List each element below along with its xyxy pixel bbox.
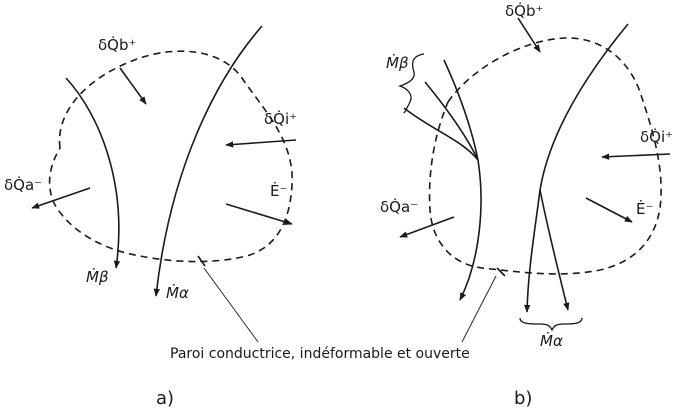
panel-b-q-boundary-arrow bbox=[517, 17, 541, 53]
panel-b-energy-arrow bbox=[585, 197, 633, 223]
panel-a-q-internal-arrow bbox=[225, 139, 297, 148]
panel-b-q-external-arrow bbox=[399, 216, 455, 238]
panel-b-mass-beta-brace bbox=[397, 53, 425, 114]
panel-b-q-internal-label: δQ̇i⁺ bbox=[640, 127, 673, 146]
panel-a-caption: a) bbox=[156, 388, 174, 409]
panel-b-caption: b) bbox=[514, 388, 532, 409]
wall-note-text: Paroi conductrice, indéformable et ouver… bbox=[170, 346, 470, 362]
wall-leader-a bbox=[203, 267, 259, 343]
panel-b-mass-beta-outflow bbox=[459, 159, 482, 301]
panel-b-energy-label: Ė⁻ bbox=[636, 199, 653, 218]
panel-b-q-external-label: δQ̇a⁻ bbox=[380, 197, 418, 216]
panel-a-q-boundary-label: δQ̇b⁺ bbox=[98, 35, 136, 54]
panel-b-mass-beta-flow-1 bbox=[403, 107, 479, 161]
panel-b-mass-beta-label: Ṁβ bbox=[386, 53, 409, 72]
panel-a-q-external-arrow bbox=[31, 187, 91, 209]
panel-a-mass-alpha-flow bbox=[153, 25, 263, 297]
panel-b-q-internal-arrow bbox=[601, 153, 671, 160]
wall-leader-b bbox=[461, 275, 497, 343]
panel-b-mass-beta-flow-2 bbox=[424, 81, 479, 161]
panel-b-mass-alpha-brace bbox=[519, 317, 583, 332]
wall-annotation: Paroi conductrice, indéformable et ouver… bbox=[170, 267, 497, 362]
panel-a-q-boundary-arrow bbox=[119, 67, 147, 105]
panel-b-mass-beta-flow-3 bbox=[443, 59, 479, 161]
panel-a-q-internal-label: δQ̇i⁺ bbox=[264, 109, 297, 128]
panel-a: δQ̇b⁺ δQ̇i⁺ δQ̇a⁻ Ė⁻ Ṁβ Ṁα a) bbox=[4, 25, 297, 409]
panel-b-mass-alpha-outflow-2 bbox=[539, 189, 570, 311]
panel-b-mass-alpha-label: Ṁα bbox=[540, 331, 563, 350]
panel-a-wall-tick bbox=[197, 255, 206, 267]
panel-b-mass-alpha-outflow-1 bbox=[523, 189, 541, 313]
panel-a-mass-beta-label: Ṁβ bbox=[86, 267, 109, 286]
panel-a-mass-alpha-label: Ṁα bbox=[166, 283, 189, 302]
panel-a-mass-beta-flow bbox=[65, 77, 121, 269]
panel-a-system-boundary bbox=[48, 50, 293, 263]
panel-b-mass-alpha-inflow bbox=[539, 23, 629, 191]
panel-a-energy-label: Ė⁻ bbox=[270, 181, 287, 200]
panel-a-q-external-label: δQ̇a⁻ bbox=[4, 175, 42, 194]
panel-b-q-boundary-label: δQ̇b⁺ bbox=[505, 1, 543, 20]
panel-b-system-boundary bbox=[428, 37, 662, 275]
panel-b: δQ̇b⁺ δQ̇i⁺ δQ̇a⁻ Ė⁻ Ṁβ Ṁα b) bbox=[380, 1, 673, 409]
panel-a-energy-arrow bbox=[225, 203, 293, 225]
panel-b-wall-tick bbox=[496, 267, 506, 277]
